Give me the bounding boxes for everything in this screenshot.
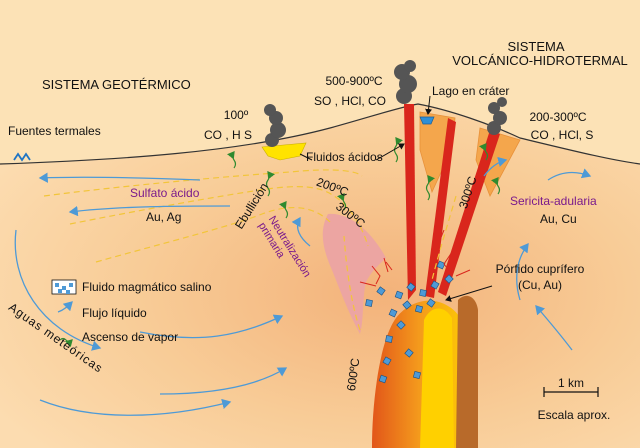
- scale-bar: [543, 387, 599, 397]
- steam-plume-center: [394, 60, 417, 104]
- legend-swatch-saline: [51, 279, 77, 295]
- primary-neutralization-zone: [322, 213, 386, 334]
- flow-arrow: [159, 367, 288, 395]
- flow-arrow: [483, 156, 508, 177]
- isotherm-300-left: [95, 207, 331, 263]
- crater-lake-label: Lago en cráter: [432, 84, 510, 98]
- legend-swatch-liquid-flow: [57, 301, 73, 313]
- flow-arrow: [68, 205, 231, 217]
- acid-sulfate-label: Sulfato ácido: [130, 186, 200, 200]
- gases-label-geothermal: CO , H S: [203, 128, 253, 142]
- sericite-adularia-label: Sericita-adularia: [510, 194, 597, 208]
- vapor-arrow: [491, 177, 501, 195]
- legend-item-liquid-flow: Flujo líquido: [82, 306, 147, 320]
- flow-arrow: [39, 398, 232, 416]
- gases-label-right-vent: CO , HCl, S: [530, 128, 594, 142]
- porphyry-leader: [445, 285, 493, 302]
- saline-fluid-squares: [365, 260, 454, 384]
- crater-lake: [419, 116, 435, 125]
- volcanic-system-title-line1: SISTEMA: [507, 39, 565, 54]
- legend-item-vapor-ascent: Ascenso de vapor: [82, 330, 179, 344]
- flow-arrow: [516, 242, 529, 301]
- scale-caption-label: Escala aprox.: [537, 408, 611, 422]
- flow-arrow: [139, 314, 284, 339]
- isotherm-200: [69, 186, 369, 247]
- outer-intrusion: [456, 295, 478, 448]
- isotherm-300-right: [431, 195, 457, 281]
- isotherm-100: [43, 169, 363, 197]
- scale-value-label: 1 km: [557, 376, 585, 390]
- vapor-arrow: [279, 201, 289, 219]
- flow-arrow: [547, 168, 592, 181]
- legend-item-saline-fluid: Fluido magmático salino: [82, 280, 212, 294]
- flow-arrow: [291, 216, 311, 247]
- feeder-dike-outer: [438, 130, 500, 296]
- porphyry-stock: [420, 308, 454, 448]
- crater-lake-leader: [425, 95, 433, 115]
- temp-label-summit: 500-900ºC: [325, 74, 383, 88]
- acid-fluids-leader-left: [299, 153, 313, 161]
- hot-spring-icon: [13, 152, 31, 162]
- temp-label-geothermal: 100º: [223, 108, 249, 122]
- flow-arrow: [535, 305, 573, 351]
- geothermal-system-title: SISTEMA GEOTÉRMICO: [42, 77, 191, 92]
- vapor-arrow: [479, 143, 489, 161]
- temp-label-right-vent: 200-300ºC: [529, 110, 587, 124]
- acid-fluids-leader: [375, 143, 405, 161]
- steam-plume-left: [264, 104, 286, 147]
- legend-swatch-vapor: [59, 337, 73, 348]
- acid-fluids-label: Fluidos ácidos: [306, 150, 383, 164]
- vapor-arrow: [337, 193, 347, 211]
- fracture-network: [359, 229, 471, 287]
- steam-plume-right: [487, 97, 507, 135]
- flow-arrow: [38, 172, 201, 183]
- flow-arrow: [14, 229, 102, 351]
- feeder-dike-central: [404, 104, 416, 300]
- volcanic-system-title-line2: VOLCÁNICO-HIDROTERMAL: [452, 53, 628, 68]
- vapor-arrow: [265, 171, 275, 197]
- feeder-dike-right: [425, 118, 456, 298]
- acid-fluid-pool: [261, 142, 307, 161]
- vapor-arrow: [425, 175, 435, 201]
- au-ag-label: Au, Ag: [146, 210, 182, 224]
- au-cu-label: Au, Cu: [540, 212, 577, 226]
- copper-porphyry-metals-label: (Cu, Au): [517, 278, 563, 292]
- copper-porphyry-label: Pórfido cuprífero: [495, 262, 585, 276]
- vapor-arrow: [227, 151, 237, 169]
- gases-label-summit: SO , HCl, CO: [313, 94, 387, 108]
- hot-springs-label: Fuentes termales: [8, 124, 101, 138]
